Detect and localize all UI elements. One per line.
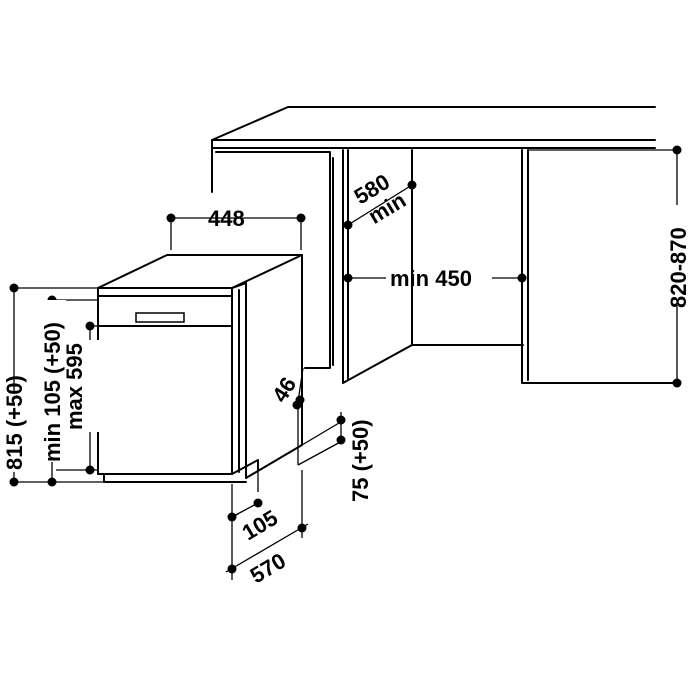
niche-left-panel: [215, 149, 413, 384]
label-815-plus-50: 815 (+50): [2, 375, 27, 470]
label-min-450: min 450: [390, 266, 472, 291]
worktop: [211, 106, 656, 193]
label-75-plus-50: 75 (+50): [348, 419, 373, 502]
dim-min-105: min 105 (+50): [38, 295, 98, 487]
label-570: 570: [246, 548, 290, 588]
dim-width-448: 448: [166, 206, 306, 250]
door-handle: [135, 312, 185, 323]
label-max-595: max 595: [62, 343, 87, 430]
niche-back-right-panel: [411, 149, 681, 384]
dishwasher: [97, 254, 303, 483]
dim-niche-height: 820-870: [528, 145, 691, 388]
label-min-105-plus-50: min 105 (+50): [40, 322, 65, 462]
dim-gap-46: 46: [267, 367, 305, 410]
dim-depth-580: 580 min: [343, 169, 417, 230]
label-448: 448: [208, 206, 245, 231]
dim-niche-min-450: min 450: [343, 266, 527, 291]
dim-height-815: 815 (+50): [2, 283, 104, 487]
label-820-870: 820-870: [666, 227, 691, 308]
dim-plinth-75: 75 (+50): [297, 408, 373, 502]
dim-max-595: max 595: [56, 321, 100, 475]
